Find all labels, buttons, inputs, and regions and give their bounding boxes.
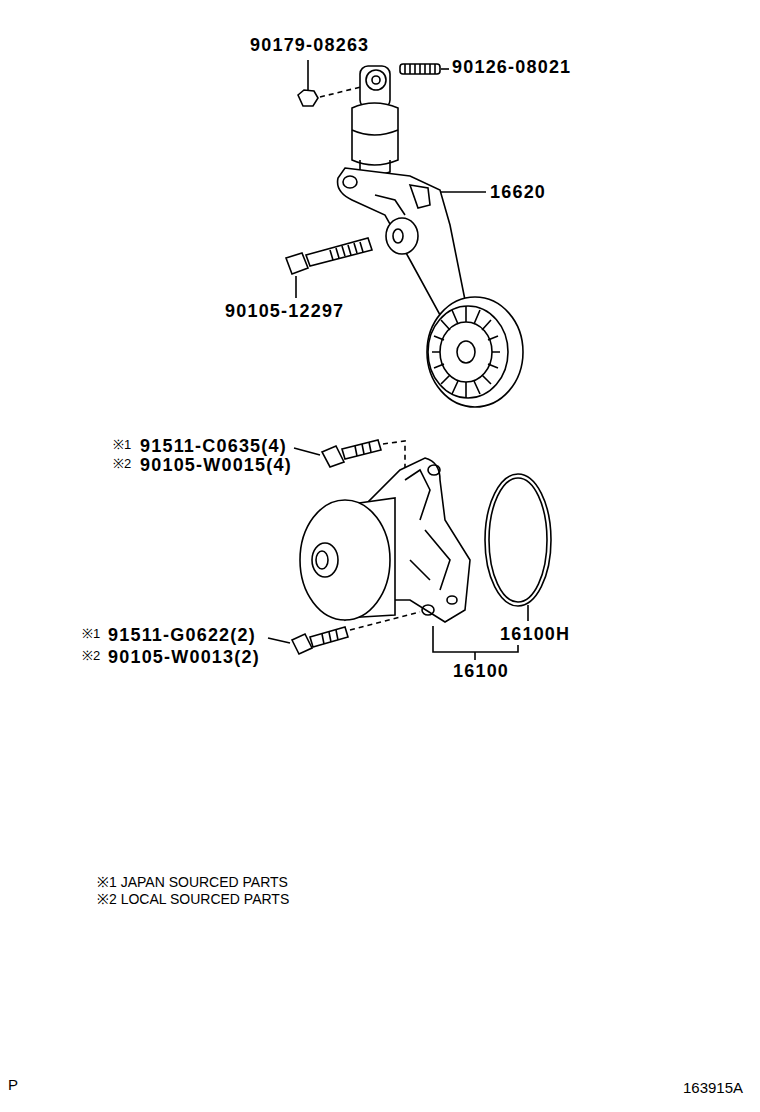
source-mark: ※1 [113, 438, 131, 452]
figure-code: 163915A [683, 1080, 743, 1097]
callout-number: 16100 [453, 662, 509, 682]
source-mark: ※2 [82, 649, 100, 663]
part-number: 91511-G0622(2) [108, 626, 256, 646]
page-code: P [8, 1077, 18, 1094]
part-number: 90126-08021 [452, 58, 571, 78]
part-number: 90105-W0013(2) [108, 648, 260, 668]
part-number: 90105-12297 [225, 302, 344, 322]
note-text: ※2 LOCAL SOURCED PARTS [97, 892, 289, 907]
callout-number: 16620 [490, 183, 546, 203]
source-mark: ※1 [82, 627, 100, 641]
part-number: 90105-W0015(4) [140, 456, 292, 476]
note-text: ※1 JAPAN SOURCED PARTS [97, 875, 288, 890]
part-number: 91511-C0635(4) [140, 437, 287, 457]
callout-number: 16100H [500, 625, 570, 645]
part-number: 90179-08263 [250, 36, 369, 56]
source-mark: ※2 [113, 457, 131, 471]
